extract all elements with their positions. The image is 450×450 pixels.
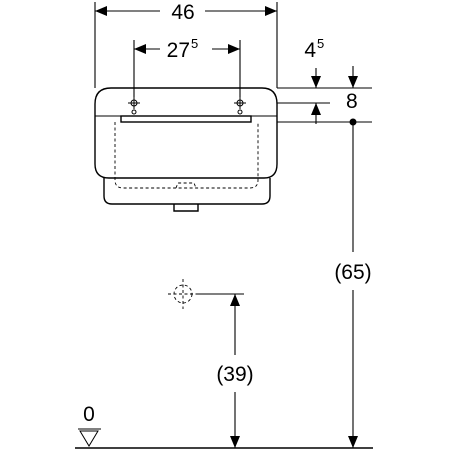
dimension-drain-height bbox=[230, 294, 240, 448]
label-drain-height: (39) bbox=[216, 363, 253, 386]
label-rim-height: 8 bbox=[346, 90, 358, 113]
label-floor-level: 0 bbox=[83, 403, 95, 426]
sink-outline bbox=[94, 87, 278, 205]
drain-outlet bbox=[173, 204, 199, 212]
floor-line bbox=[75, 428, 373, 449]
inner-basin-hidden-lines bbox=[114, 122, 259, 189]
mounting-bracket-left bbox=[128, 97, 140, 115]
dimension-bracket-spacing bbox=[133, 40, 241, 97]
label-top-offset-sup: 5 bbox=[317, 36, 324, 51]
dimension-overall-width bbox=[94, 2, 278, 88]
label-top-offset: 4 bbox=[304, 39, 316, 62]
dimension-top-offset bbox=[277, 68, 372, 124]
label-bracket-spacing: 27 bbox=[167, 39, 190, 62]
dimension-rim-height bbox=[277, 66, 372, 123]
drain-position-symbol bbox=[168, 279, 244, 309]
label-overall-width: 46 bbox=[171, 1, 194, 24]
shelf-bar bbox=[120, 115, 252, 123]
label-total-height: (65) bbox=[334, 261, 371, 284]
label-bracket-spacing-sup: 5 bbox=[191, 36, 198, 51]
mounting-bracket-right bbox=[234, 97, 246, 115]
dimension-total-height bbox=[348, 118, 358, 448]
